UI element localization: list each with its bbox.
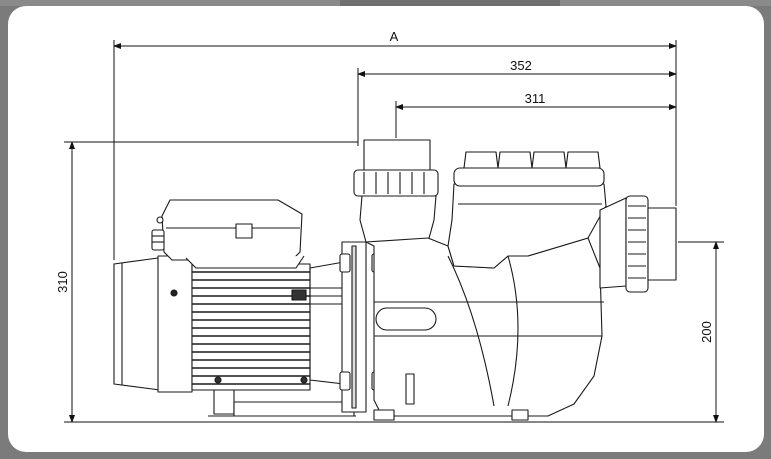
control-knob <box>151 229 165 251</box>
control-box <box>161 199 303 261</box>
lid-grip-1 <box>463 151 499 169</box>
dim-label-311: 311 <box>525 91 546 106</box>
control-button <box>235 223 253 239</box>
flange-bolt-bottom <box>339 371 351 391</box>
motor-body <box>191 263 311 391</box>
motor-foot <box>213 389 235 415</box>
motor-end-cap <box>157 255 193 393</box>
dim-label-310: 310 <box>55 271 70 293</box>
dim-label-200: 200 <box>699 321 714 343</box>
drawing-panel: A 352 311 310 200 <box>8 6 764 452</box>
lid-grip-4 <box>565 151 601 169</box>
motor-cooling-fins <box>192 271 310 385</box>
dimension-lines <box>64 40 724 423</box>
pump-illustration <box>113 139 677 421</box>
inlet-pipe <box>363 139 431 171</box>
strainer-lid-ring <box>453 167 605 187</box>
base-plate <box>233 401 355 417</box>
top-strip-segment <box>340 0 560 6</box>
dim-label-352: 352 <box>510 58 532 73</box>
top-strip <box>0 0 771 6</box>
flange-bolt-top <box>339 253 351 273</box>
drain-plug <box>405 373 415 405</box>
lid-grip-2 <box>497 151 533 169</box>
inlet-body <box>359 195 437 243</box>
lid-grip-3 <box>531 151 567 169</box>
outlet-neck <box>599 197 627 289</box>
pump-foot-left <box>373 409 395 421</box>
motor-fan-cover <box>113 257 161 391</box>
inlet-union-nut <box>353 169 439 197</box>
pump-technical-drawing: A 352 311 310 200 <box>55 29 724 423</box>
strainer-pot <box>447 183 607 269</box>
pump-foot-right <box>511 409 529 421</box>
outlet-pipe <box>647 207 677 281</box>
dim-label-a: A <box>390 29 399 44</box>
housing-label-plate <box>375 307 437 331</box>
